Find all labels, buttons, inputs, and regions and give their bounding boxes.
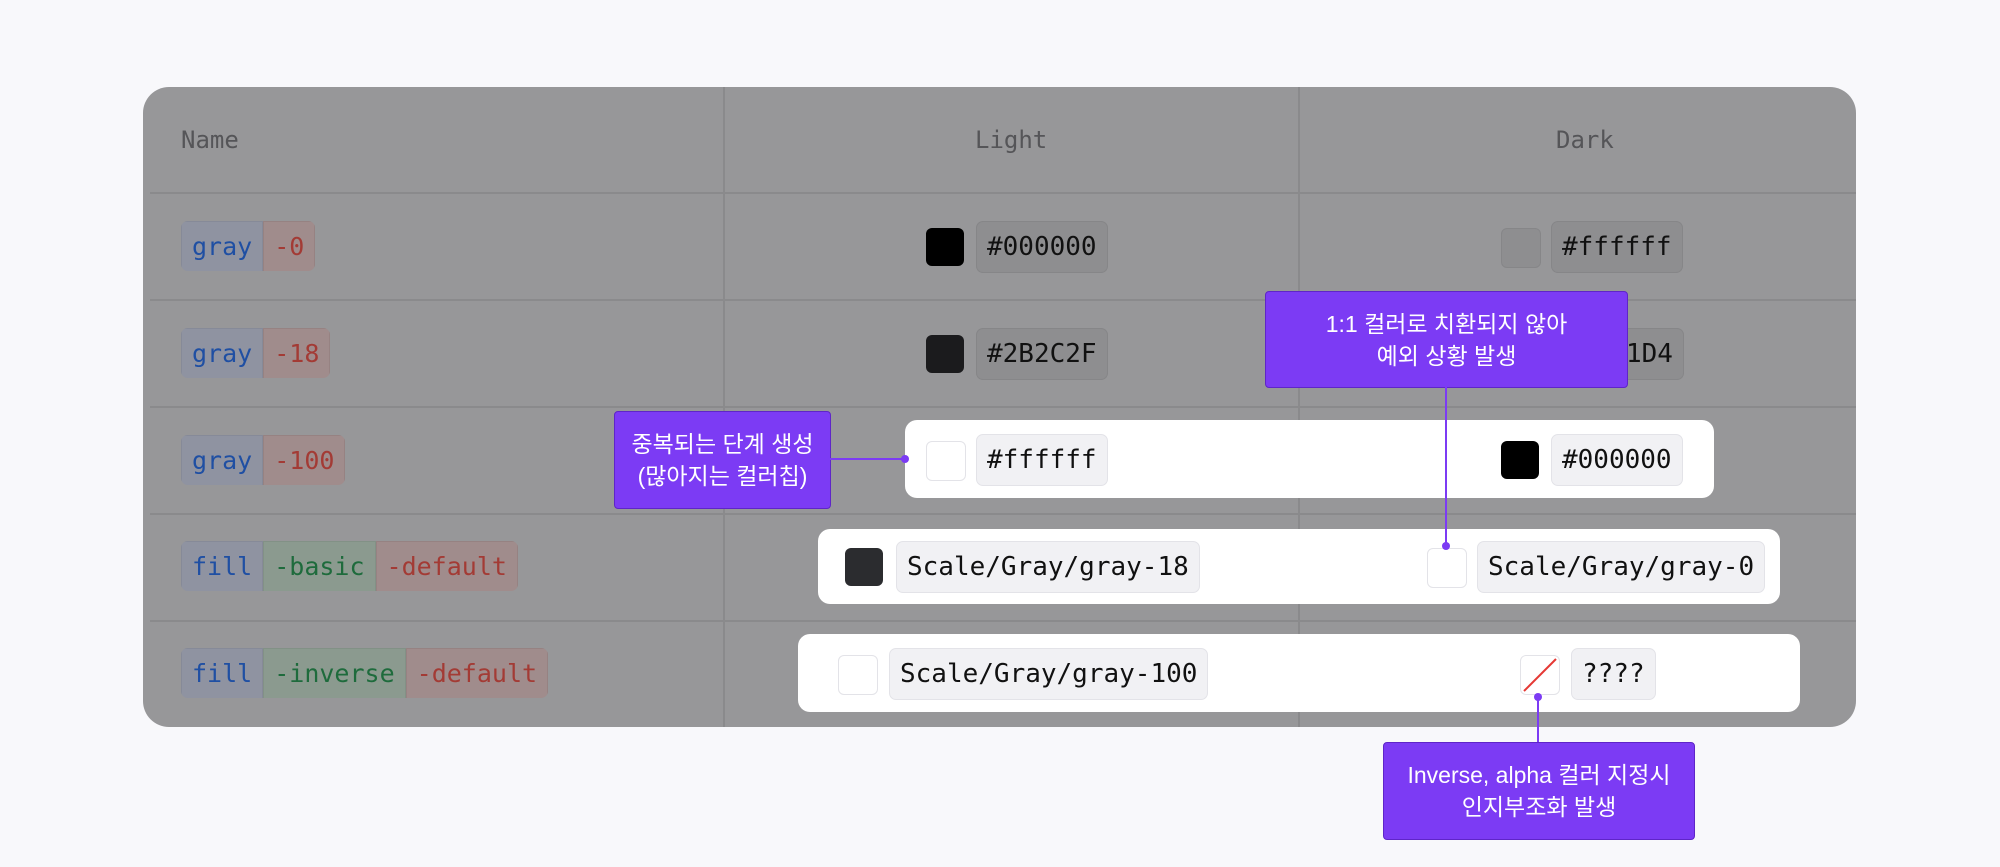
column-header-name: Name bbox=[181, 126, 239, 154]
token-name-part: gray bbox=[181, 328, 264, 378]
swatch-dark-gray bbox=[926, 335, 964, 373]
callout-one-to-one: 1:1 컬러로 치환되지 않아 예외 상황 발생 bbox=[1265, 291, 1628, 388]
token-reference-light: Scale/Gray/gray-18 bbox=[896, 541, 1200, 593]
callout-line: 인지부조화 발생 bbox=[1461, 794, 1617, 820]
callout-line: 예외 상황 발생 bbox=[1376, 342, 1517, 369]
swatch-black bbox=[926, 228, 964, 266]
callout-line: 중복되는 단계 생성 bbox=[631, 431, 814, 457]
swatch-black bbox=[1501, 441, 1539, 479]
column-header-light: Light bbox=[975, 126, 1048, 154]
token-name-part: -18 bbox=[263, 328, 331, 378]
token-name-part: -basic bbox=[263, 541, 376, 591]
swatch-dark-gray bbox=[845, 548, 883, 586]
column-divider bbox=[1298, 87, 1300, 727]
swatch-white bbox=[1427, 548, 1467, 588]
callout-duplicate-steps: 중복되는 단계 생성 (많아지는 컬러칩) bbox=[614, 411, 831, 509]
token-name-fill-basic-default: fill -basic -default bbox=[181, 541, 518, 591]
token-name-part: -default bbox=[375, 541, 518, 591]
callout-anchor-dot bbox=[901, 455, 909, 463]
token-reference-dark: Scale/Gray/gray-0 bbox=[1477, 541, 1766, 593]
callout-line: 1:1 컬러로 치환되지 않아 bbox=[1325, 310, 1568, 337]
callout-line: Inverse, alpha 컬러 지정시 bbox=[1407, 762, 1671, 788]
token-name-part: -0 bbox=[263, 221, 316, 271]
row-divider bbox=[150, 192, 1856, 194]
swatch-white bbox=[926, 441, 966, 481]
token-name-gray-18: gray -18 bbox=[181, 328, 331, 378]
token-name-gray-100: gray -100 bbox=[181, 435, 346, 485]
swatch-white bbox=[1501, 228, 1541, 268]
callout-line: (많아지는 컬러칩) bbox=[637, 463, 808, 489]
token-name-part: -inverse bbox=[263, 648, 406, 698]
column-header-dark: Dark bbox=[1556, 126, 1614, 154]
row-divider bbox=[150, 406, 1856, 408]
invalid-color-icon bbox=[1520, 655, 1560, 695]
callout-anchor-dot bbox=[1534, 693, 1542, 701]
token-name-part: -default bbox=[405, 648, 549, 698]
token-name-part: -100 bbox=[263, 435, 346, 485]
callout-connector bbox=[829, 458, 905, 460]
token-name-part: gray bbox=[181, 435, 264, 485]
token-name-part: gray bbox=[181, 221, 264, 271]
token-name-part: fill bbox=[181, 648, 264, 698]
callout-inverse-alpha: Inverse, alpha 컬러 지정시 인지부조화 발생 bbox=[1383, 742, 1695, 840]
callout-connector bbox=[1445, 386, 1447, 545]
row-divider bbox=[150, 513, 1856, 515]
hex-value-light: #2B2C2F bbox=[976, 328, 1108, 380]
row-divider bbox=[150, 620, 1856, 622]
hex-value-dark: #000000 bbox=[1551, 434, 1683, 486]
callout-connector bbox=[1537, 697, 1539, 742]
hex-value-light: #ffffff bbox=[976, 434, 1108, 486]
row-divider bbox=[150, 299, 1856, 301]
hex-value-dark: #ffffff bbox=[1551, 221, 1683, 273]
token-name-fill-inverse-default: fill -inverse -default bbox=[181, 648, 549, 698]
column-divider bbox=[723, 87, 725, 727]
callout-anchor-dot bbox=[1442, 542, 1450, 550]
swatch-white bbox=[838, 655, 878, 695]
hex-value-light: #000000 bbox=[976, 221, 1108, 273]
token-reference-dark: ???? bbox=[1571, 648, 1656, 700]
token-name-gray-0: gray -0 bbox=[181, 221, 316, 271]
token-name-part: fill bbox=[181, 541, 264, 591]
token-reference-light: Scale/Gray/gray-100 bbox=[889, 648, 1209, 700]
